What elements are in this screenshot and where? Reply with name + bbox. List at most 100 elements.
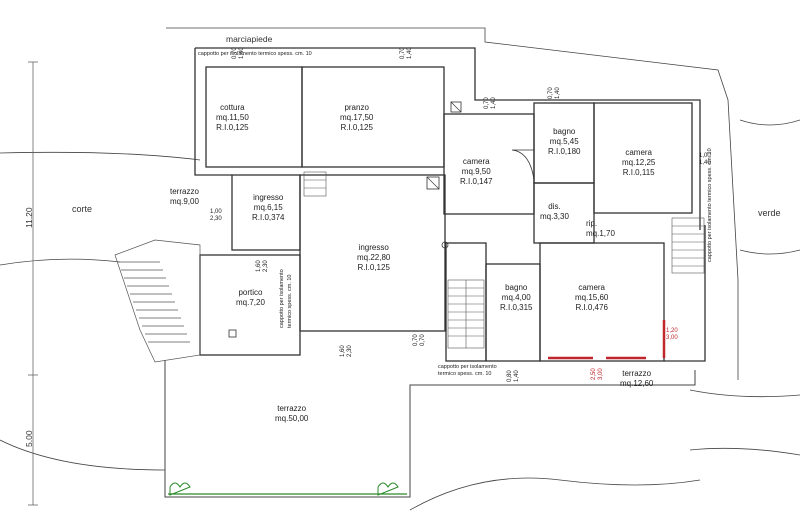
- room-ri: R.I.0,476: [575, 303, 608, 312]
- room-name: camera: [462, 157, 490, 166]
- room-terrazzo-left: terrazzo mq.9,00: [170, 187, 199, 207]
- room-bagno-2: bagno mq.4,00 R.I.0,315: [500, 283, 532, 313]
- wall-stair-right: [445, 242, 487, 362]
- room-ri: R.I.0,147: [460, 177, 493, 186]
- verde-label: verde: [758, 208, 781, 218]
- room-ri: R.I.0,180: [548, 147, 581, 156]
- room-name: terrazzo: [622, 369, 652, 378]
- dim-080-140: 0,80 1,40: [507, 370, 520, 382]
- pillar-marker: [228, 329, 237, 338]
- room-name: terrazzo: [170, 187, 199, 196]
- room-name: terrazzo: [277, 404, 307, 413]
- door-swing: [511, 149, 535, 181]
- room-rip: rip. mq.1,70: [586, 219, 615, 239]
- room-ri: R.I.0,315: [500, 303, 533, 312]
- room-bagno-1: bagno mq.5,45 R.I.0,180: [548, 127, 580, 157]
- wall-outer-top: [195, 47, 701, 230]
- room-ri: R.I.0,125: [357, 263, 390, 272]
- room-area: mq.12,25: [622, 158, 656, 167]
- room-ingresso-small: ingresso mq.6,15 R.I.0,374: [252, 193, 284, 223]
- wall-ingresso-big: [299, 174, 446, 332]
- dim-160-230-a: 1,60 2,30: [256, 260, 269, 272]
- room-ri: R.I.0,125: [340, 123, 373, 132]
- room-cottura: cottura mq.11,50 R.I.0,125: [216, 103, 249, 133]
- cappotto-bottom-note-1: cappotto per isolamento: [438, 364, 497, 370]
- ground-curve-right2: [739, 249, 800, 255]
- room-portico: portico mq.7,20: [236, 288, 265, 308]
- room-area: mq.6,15: [253, 203, 283, 212]
- corte-label: corte: [72, 204, 93, 214]
- ground-curve-right3: [689, 389, 800, 398]
- room-name: rip.: [586, 219, 598, 228]
- plant-left: [169, 482, 191, 496]
- room-name: pranzo: [344, 103, 369, 112]
- room-camera-1: camera mq.9,50 R.I.0,147: [460, 157, 492, 187]
- room-pranzo: pranzo mq.17,50 R.I.0,125: [340, 103, 373, 133]
- chimney-1: [450, 101, 462, 113]
- room-camera-2: camera mq.12,25 R.I.0,115: [622, 148, 655, 178]
- wall-camera3: [539, 242, 665, 362]
- wall-terrace-right: [664, 225, 706, 362]
- column-marker: [441, 241, 449, 249]
- room-area: mq.4,00: [501, 293, 531, 302]
- room-name: portico: [238, 288, 263, 297]
- ground-curve-bottom: [409, 477, 701, 511]
- room-dis: dis. mq.3,30: [540, 202, 569, 222]
- street-edge: [0, 151, 201, 161]
- room-ri: R.I.0,125: [216, 123, 249, 132]
- ground-curve-left: [0, 439, 166, 471]
- room-area: mq.22,80: [357, 253, 391, 262]
- cappotto-top-note: cappotto per isolamento termico spess. c…: [198, 51, 312, 57]
- room-area: mq.11,50: [216, 113, 249, 122]
- dim-100-140: 1,00 1,40: [699, 153, 711, 166]
- height-lower-label: 5.00: [24, 430, 34, 447]
- terrace-big-outline: [164, 360, 696, 498]
- cappotto-bottom-note-2: termico spess. cm. 10: [438, 371, 492, 377]
- room-area: mq.50,00: [275, 414, 309, 423]
- stairs-left: [114, 239, 201, 363]
- lot-boundary: [166, 27, 739, 380]
- cappotto-mid-note-1: cappotto per isolamento: [279, 269, 285, 328]
- dim-100-230: 1,00 2,30: [210, 209, 222, 222]
- room-area: mq.9,00: [170, 197, 199, 206]
- room-area: mq.7,20: [236, 298, 265, 307]
- dim-070-140-b: 0,70 1,40: [400, 47, 413, 59]
- room-name: bagno: [505, 283, 528, 292]
- dim-250-300: 2,50 3,00: [591, 368, 604, 380]
- wall-camera2: [593, 102, 693, 214]
- room-area: mq.15,60: [575, 293, 609, 302]
- room-area: mq.1,70: [586, 229, 615, 238]
- dim-070-140-c: 0,70 1,40: [484, 97, 497, 109]
- dim-160-230-b: 1,60 2,30: [340, 345, 353, 357]
- room-name: camera: [578, 283, 606, 292]
- room-name: ingresso: [253, 193, 284, 202]
- dim-070-140-a: 0,70 1,40: [232, 47, 245, 59]
- dim-070-070: 0,70 0,70: [413, 334, 426, 346]
- dim-070-140-d: 0,70 1,40: [548, 87, 561, 99]
- ground-curve-right: [739, 119, 800, 126]
- room-area: mq.5,45: [549, 137, 579, 146]
- room-name: cottura: [220, 103, 245, 112]
- room-area: mq.12,60: [620, 379, 654, 388]
- room-ri: R.I.0,115: [622, 168, 655, 177]
- room-terrazzo-big: terrazzo mq.50,00: [275, 404, 308, 424]
- marciapiede-label: marciapiede: [226, 34, 273, 44]
- stairs-top-small: [303, 171, 327, 197]
- room-name: bagno: [553, 127, 576, 136]
- ground-curve: [0, 258, 121, 266]
- dim-120-300: 1,20 3,00: [666, 328, 678, 341]
- wall-outer-left: [194, 48, 232, 176]
- height-upper-label: 11.20: [24, 207, 34, 228]
- room-ingresso-big: ingresso mq.22,80 R.I.0,125: [357, 243, 390, 273]
- chimney-2: [426, 176, 440, 190]
- room-name: dis.: [548, 202, 561, 211]
- room-area: mq.3,30: [540, 212, 569, 221]
- room-ri: R.I.0,374: [252, 213, 285, 222]
- room-area: mq.9,50: [461, 167, 491, 176]
- room-name: camera: [625, 148, 653, 157]
- cappotto-mid-note-2: termico spess. cm. 10: [287, 274, 293, 329]
- room-name: ingresso: [358, 243, 389, 252]
- room-camera-3: camera mq.15,60 R.I.0,476: [575, 283, 608, 313]
- ground-curve-right4: [689, 447, 800, 456]
